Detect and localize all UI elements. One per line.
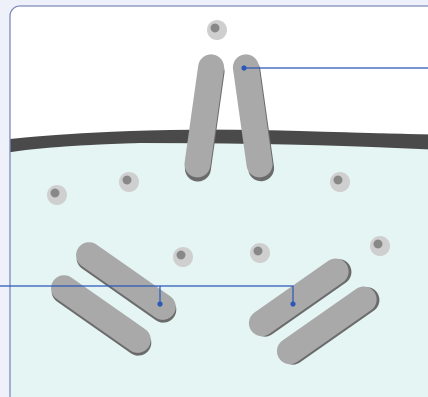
ion bbox=[119, 172, 139, 192]
leader-line-open-channel bbox=[241, 65, 428, 71]
closed-channel-left bbox=[51, 242, 177, 356]
open-channel bbox=[184, 54, 275, 182]
open-channel-subunit-left bbox=[184, 54, 225, 182]
panel-border bbox=[9, 5, 428, 397]
ion bbox=[370, 236, 390, 256]
intracellular-region bbox=[10, 139, 428, 397]
membrane bbox=[10, 129, 428, 154]
ion bbox=[173, 247, 193, 267]
ion bbox=[47, 185, 67, 205]
ion bbox=[250, 243, 270, 263]
leader-line-closed-channels bbox=[0, 285, 296, 307]
open-channel-subunit-right bbox=[232, 54, 275, 182]
ion bbox=[330, 172, 350, 192]
closed-channel-right bbox=[248, 258, 380, 365]
ion bbox=[207, 20, 227, 40]
